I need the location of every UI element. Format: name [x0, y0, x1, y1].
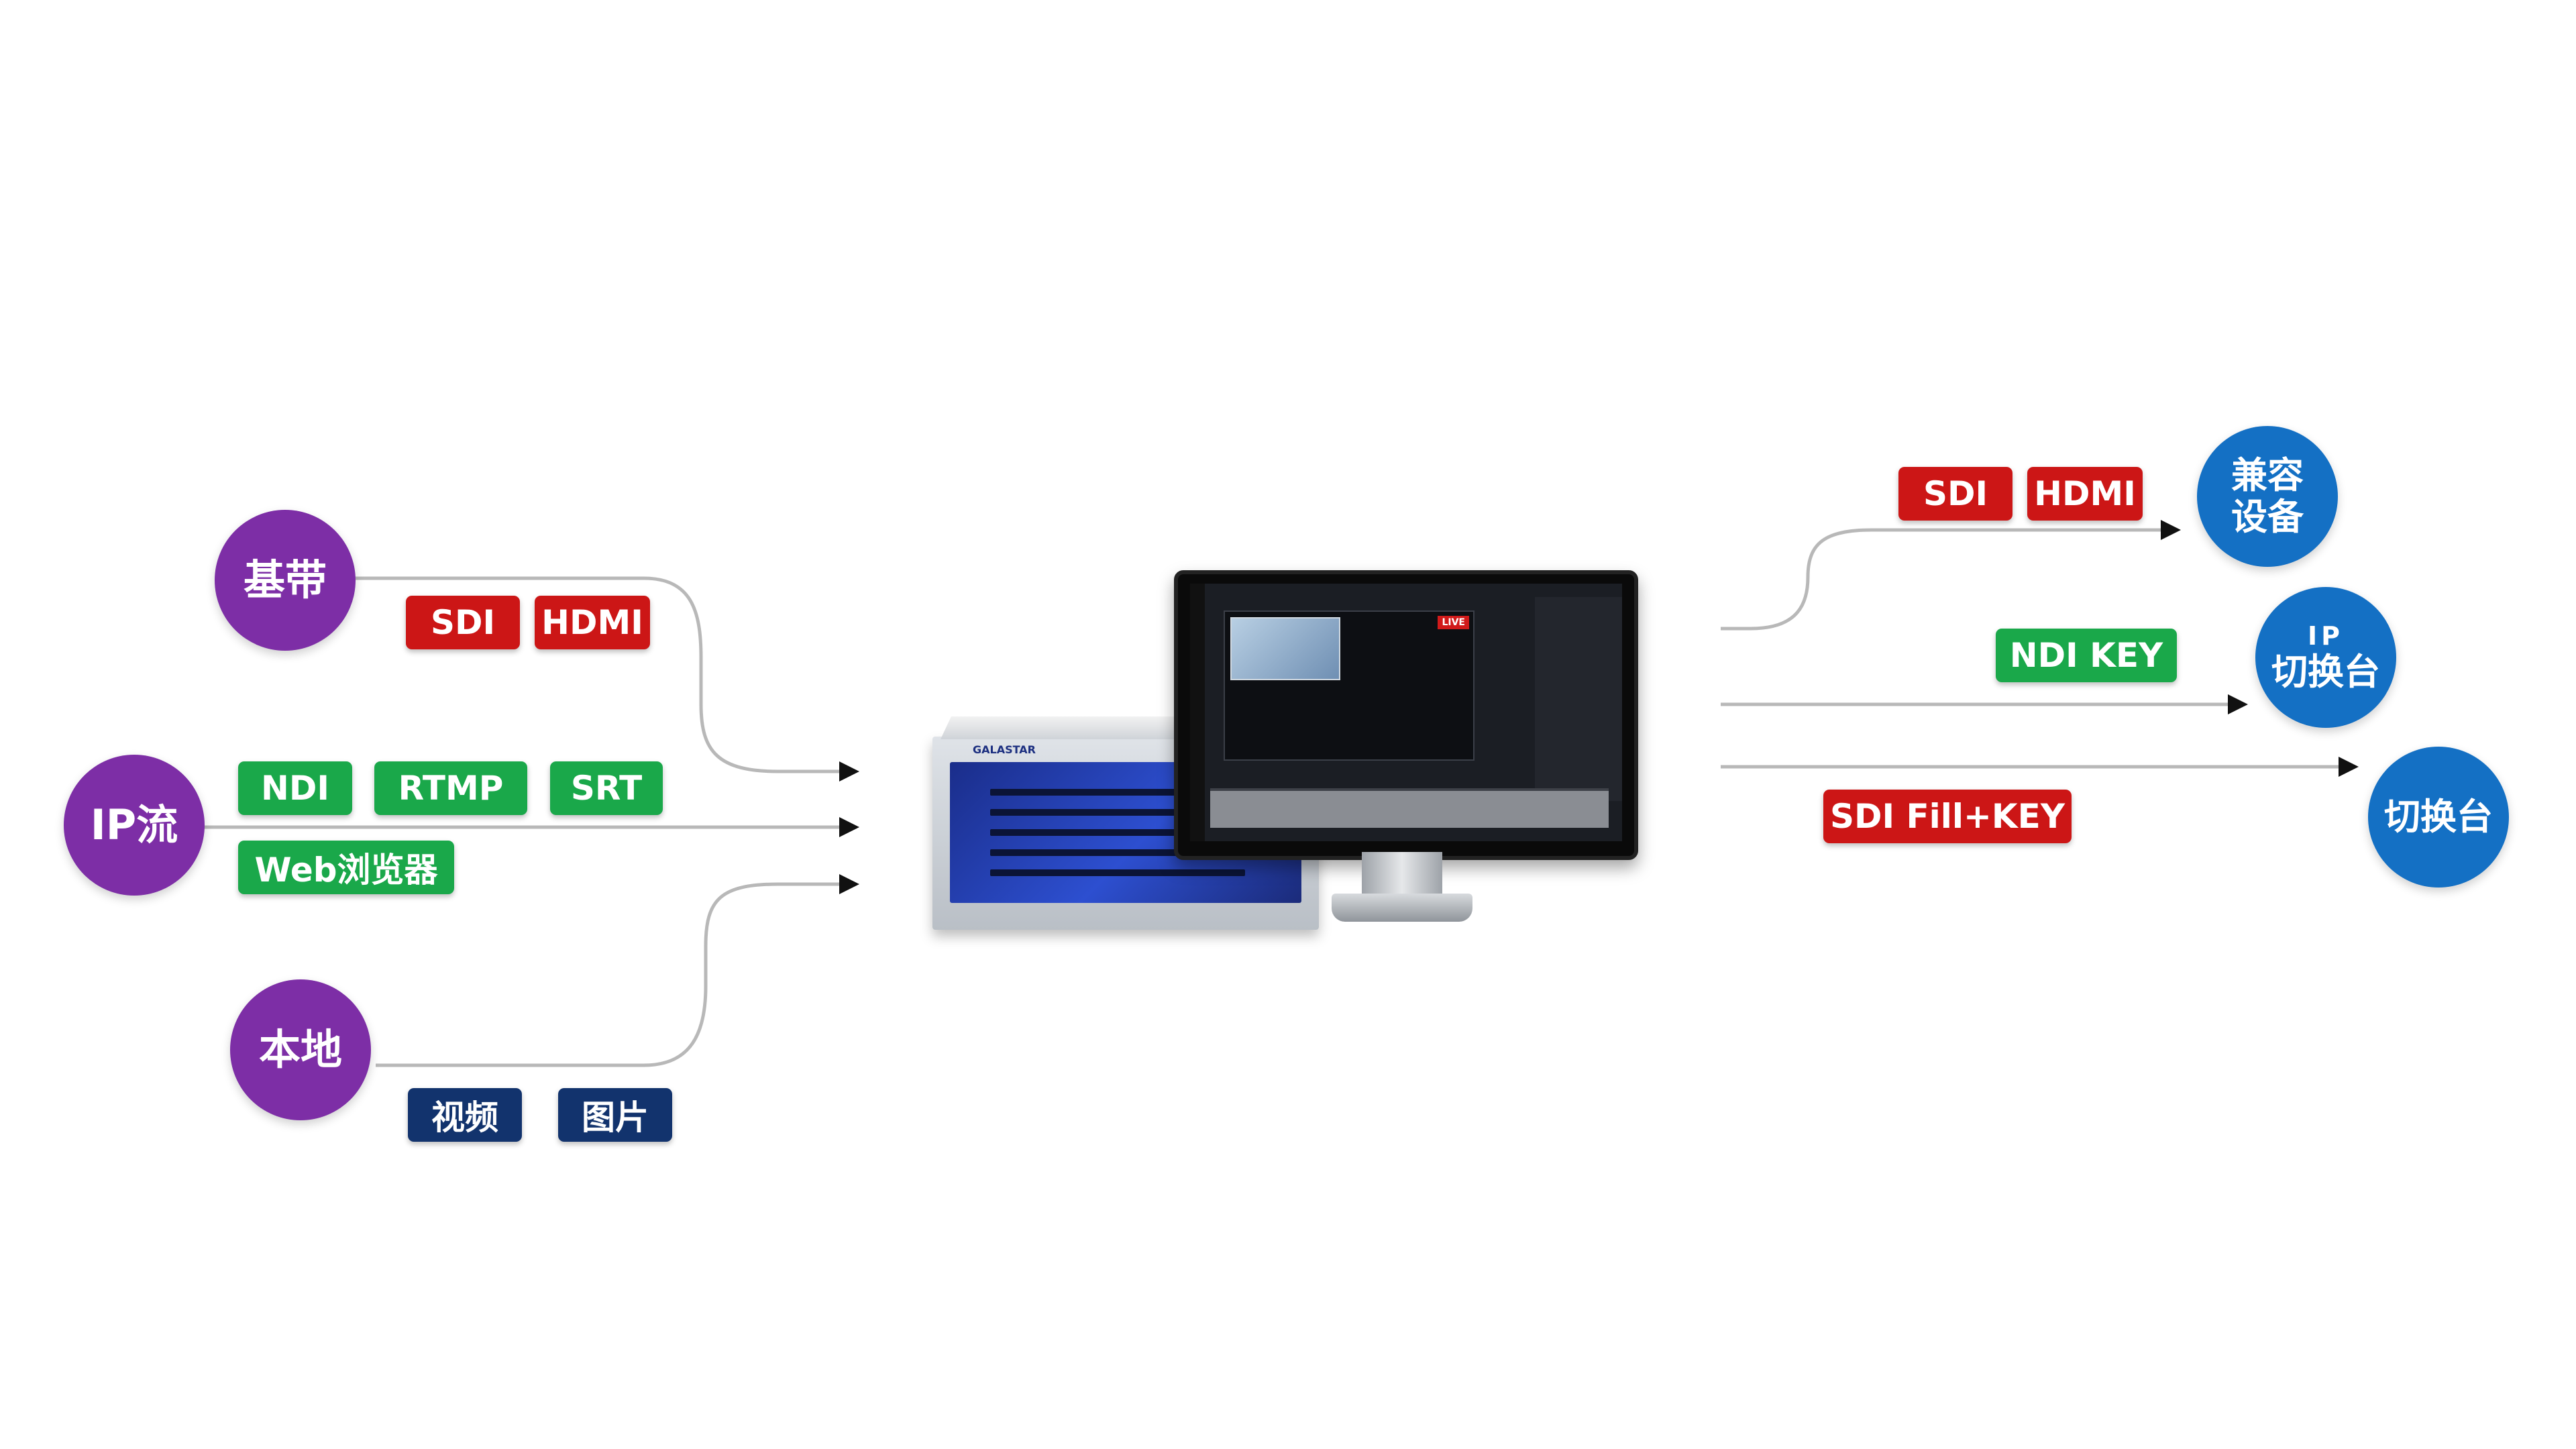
output-tag-ndi-key: NDI KEY — [1996, 629, 2177, 682]
ip-switcher-line2: 切换台 — [2271, 650, 2380, 693]
ip-tag-srt: SRT — [550, 761, 663, 815]
compatible-connector — [1721, 520, 2181, 631]
ip-tag-rtmp: RTMP — [374, 761, 527, 815]
local-circle: 本地 — [230, 979, 371, 1120]
output-tag-sdi-fill-key: SDI Fill+KEY — [1823, 790, 2072, 843]
monitor: LIVE — [1174, 570, 1638, 860]
software-screen: LIVE — [1190, 584, 1622, 841]
switcher-label: 切换台 — [2384, 795, 2493, 838]
local-label: 本地 — [258, 1025, 342, 1075]
baseband-circle: 基带 — [215, 510, 356, 651]
timeline-panel — [1210, 788, 1609, 828]
local-tag-image: 图片 — [558, 1088, 672, 1142]
local-connector — [376, 874, 859, 1067]
compatible-devices-circle: 兼容 设备 — [2197, 426, 2338, 567]
ip-stream-circle: IP流 — [64, 755, 205, 896]
baseband-connector — [356, 576, 859, 782]
ip-tag-web-browser: Web浏览器 — [238, 841, 454, 894]
baseband-tag-sdi: SDI — [406, 596, 520, 649]
monitor-base — [1332, 894, 1472, 922]
ip-stream-label: IP流 — [90, 800, 178, 850]
server-brand: GALASTAR — [973, 743, 1036, 756]
ip-switcher-line1: IP — [2308, 621, 2344, 651]
live-badge: LIVE — [1438, 616, 1469, 629]
ip-tag-ndi: NDI — [238, 761, 352, 815]
preview-window: LIVE — [1224, 610, 1474, 761]
switcher-circle: 切换台 — [2368, 747, 2509, 888]
ip-switcher-circle: IP 切换台 — [2255, 587, 2396, 728]
baseband-tag-hdmi: HDMI — [535, 596, 650, 649]
compatible-devices-line1: 兼容 — [2231, 453, 2304, 496]
baseband-label: 基带 — [243, 555, 327, 605]
monitor-stand — [1362, 852, 1442, 899]
output-tag-sdi: SDI — [1898, 467, 2012, 521]
output-tag-hdmi: HDMI — [2027, 467, 2143, 521]
local-tag-video: 视频 — [408, 1088, 522, 1142]
compatible-devices-line2: 设备 — [2231, 496, 2304, 538]
